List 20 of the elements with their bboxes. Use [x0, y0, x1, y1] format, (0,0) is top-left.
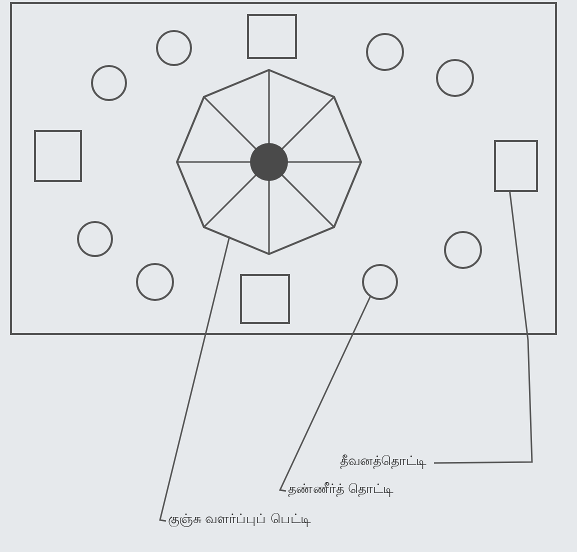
water-trough-circle: [156, 30, 192, 66]
label-text: தீவனத்தொட்டி: [340, 453, 426, 471]
leader-line: [159, 236, 230, 522]
water-trough-circle: [136, 263, 174, 301]
water-trough-circle: [366, 33, 404, 71]
enclosure-outline: [10, 2, 557, 335]
water-trough-circle: [362, 264, 398, 300]
label-text: குஞ்சு வளர்ப்புப் பெட்டி: [168, 511, 310, 529]
leader-line: [278, 296, 372, 492]
leader-line: [434, 190, 533, 464]
water-trough-circle: [444, 231, 482, 269]
feed-trough-square: [240, 274, 290, 324]
feed-trough-square: [494, 140, 538, 192]
water-trough-circle: [91, 65, 127, 101]
label-text: தண்ணீர்த் தொட்டி: [288, 481, 394, 499]
brooder-drawing: [177, 70, 361, 254]
water-trough-circle: [436, 59, 474, 97]
feed-trough-square: [34, 130, 82, 182]
water-trough-circle: [77, 221, 113, 257]
feed-trough-square: [247, 14, 297, 59]
